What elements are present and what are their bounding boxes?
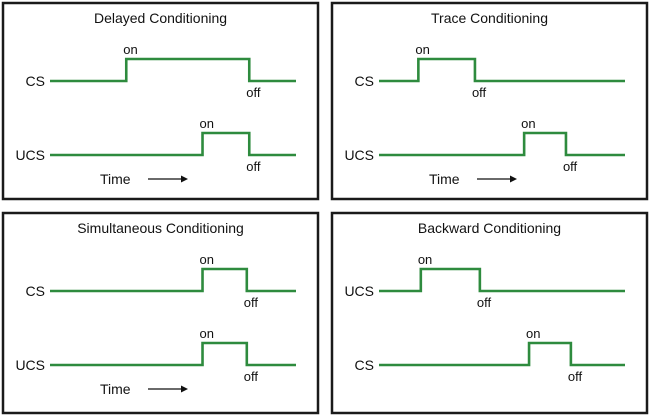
signal-label: CS bbox=[26, 73, 45, 89]
time-indicator: Time bbox=[100, 381, 188, 397]
on-marker: on bbox=[521, 116, 535, 131]
off-marker: off bbox=[246, 159, 261, 174]
signal-label: CS bbox=[355, 73, 374, 89]
signal-label: UCS bbox=[15, 357, 45, 373]
on-marker: on bbox=[200, 326, 214, 341]
off-marker: off bbox=[563, 159, 578, 174]
on-marker: on bbox=[418, 252, 432, 267]
signal-waveform bbox=[50, 341, 296, 367]
signal-cs: CS on off bbox=[26, 252, 296, 310]
signal-ucs: UCS on off bbox=[15, 116, 296, 174]
signal-waveform bbox=[50, 131, 296, 157]
panel-title: Simultaneous Conditioning bbox=[77, 220, 244, 236]
on-marker: on bbox=[526, 326, 540, 341]
panel-frame bbox=[330, 211, 649, 415]
arrow-right-icon bbox=[181, 385, 188, 393]
signal-label: CS bbox=[355, 357, 374, 373]
signal-ucs: UCS on off bbox=[344, 252, 625, 310]
off-marker: off bbox=[246, 85, 261, 100]
arrow-right-icon bbox=[181, 175, 188, 183]
signal-waveform bbox=[50, 267, 296, 293]
panel-title: Delayed Conditioning bbox=[94, 10, 227, 26]
panel-frame bbox=[1, 1, 320, 201]
off-marker: off bbox=[472, 85, 487, 100]
signal-waveform bbox=[379, 341, 625, 367]
off-marker: off bbox=[244, 295, 259, 310]
signal-ucs: UCS on off bbox=[15, 326, 296, 384]
signal-waveform bbox=[379, 57, 625, 83]
signal-cs: CS on off bbox=[355, 326, 625, 384]
panel-title: Backward Conditioning bbox=[418, 220, 561, 236]
off-marker: off bbox=[477, 295, 492, 310]
signal-label: UCS bbox=[344, 147, 374, 163]
time-label: Time bbox=[100, 381, 131, 397]
signal-waveform bbox=[379, 267, 625, 293]
arrow-right-icon bbox=[510, 175, 517, 183]
time-indicator: Time bbox=[429, 171, 517, 187]
panel-title: Trace Conditioning bbox=[431, 10, 548, 26]
panel-3: Simultaneous ConditioningCSonoffUCSonoff… bbox=[1, 211, 320, 415]
time-indicator: Time bbox=[100, 171, 188, 187]
time-label: Time bbox=[429, 171, 460, 187]
off-marker: off bbox=[244, 369, 259, 384]
signal-ucs: UCS on off bbox=[344, 116, 625, 174]
off-marker: off bbox=[568, 369, 583, 384]
on-marker: on bbox=[123, 42, 137, 57]
signal-label: UCS bbox=[344, 283, 374, 299]
on-marker: on bbox=[200, 252, 214, 267]
signal-waveform bbox=[50, 57, 296, 83]
signal-cs: CS on off bbox=[355, 42, 625, 100]
signal-label: UCS bbox=[15, 147, 45, 163]
panel-frame bbox=[330, 1, 649, 201]
panel-frame bbox=[1, 211, 320, 415]
on-marker: on bbox=[415, 42, 429, 57]
signal-label: CS bbox=[26, 283, 45, 299]
signal-cs: CS on off bbox=[26, 42, 296, 100]
signal-waveform bbox=[379, 131, 625, 157]
time-label: Time bbox=[100, 171, 131, 187]
on-marker: on bbox=[200, 116, 214, 131]
